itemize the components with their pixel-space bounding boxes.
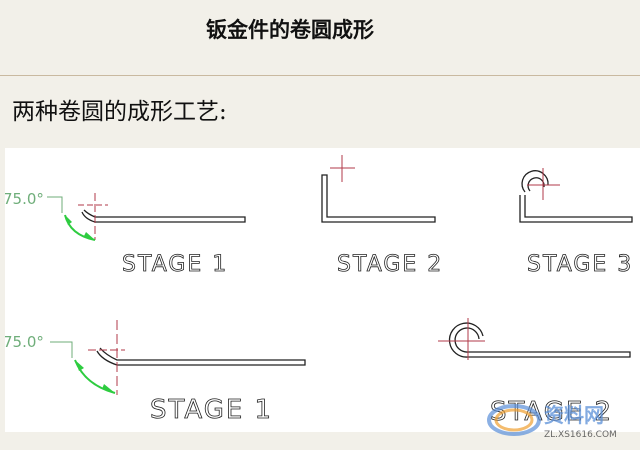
row2-stage1-label: STAGE 1 [150,395,273,425]
row1-angle-label: 75.0° [5,190,44,208]
watermark-name: 资料网 [544,403,604,427]
row1-stage1-label: STAGE 1 [122,252,228,277]
watermark-logo: 资料网 ZL.XS1616.COM [484,392,634,446]
row1-stage2-drawing [321,155,436,223]
row2-stage2-label: STAGE 2 [490,397,613,427]
row2-angle-label: 75.0° [5,333,44,351]
row1-stage2-label: STAGE 2 [337,252,443,277]
row2-stage1-drawing: 75.0° [3,320,306,395]
row2-stage2-drawing [438,318,631,360]
curling-diagram: 75.0° STAGE 1 STAGE 2 STAGE 3 75.0° STAG… [3,148,640,432]
watermark-url: ZL.XS1616.COM [544,430,617,440]
divider [0,75,640,76]
slide-subtitle: 两种卷圆的成形工艺: [12,99,227,125]
slide-title: 钣金件的卷圆成形 [206,18,374,42]
row1-stage3-drawing [519,168,633,223]
row1-stage1-drawing: 75.0° [3,190,246,241]
row1-stage3-label: STAGE 3 [527,252,633,277]
